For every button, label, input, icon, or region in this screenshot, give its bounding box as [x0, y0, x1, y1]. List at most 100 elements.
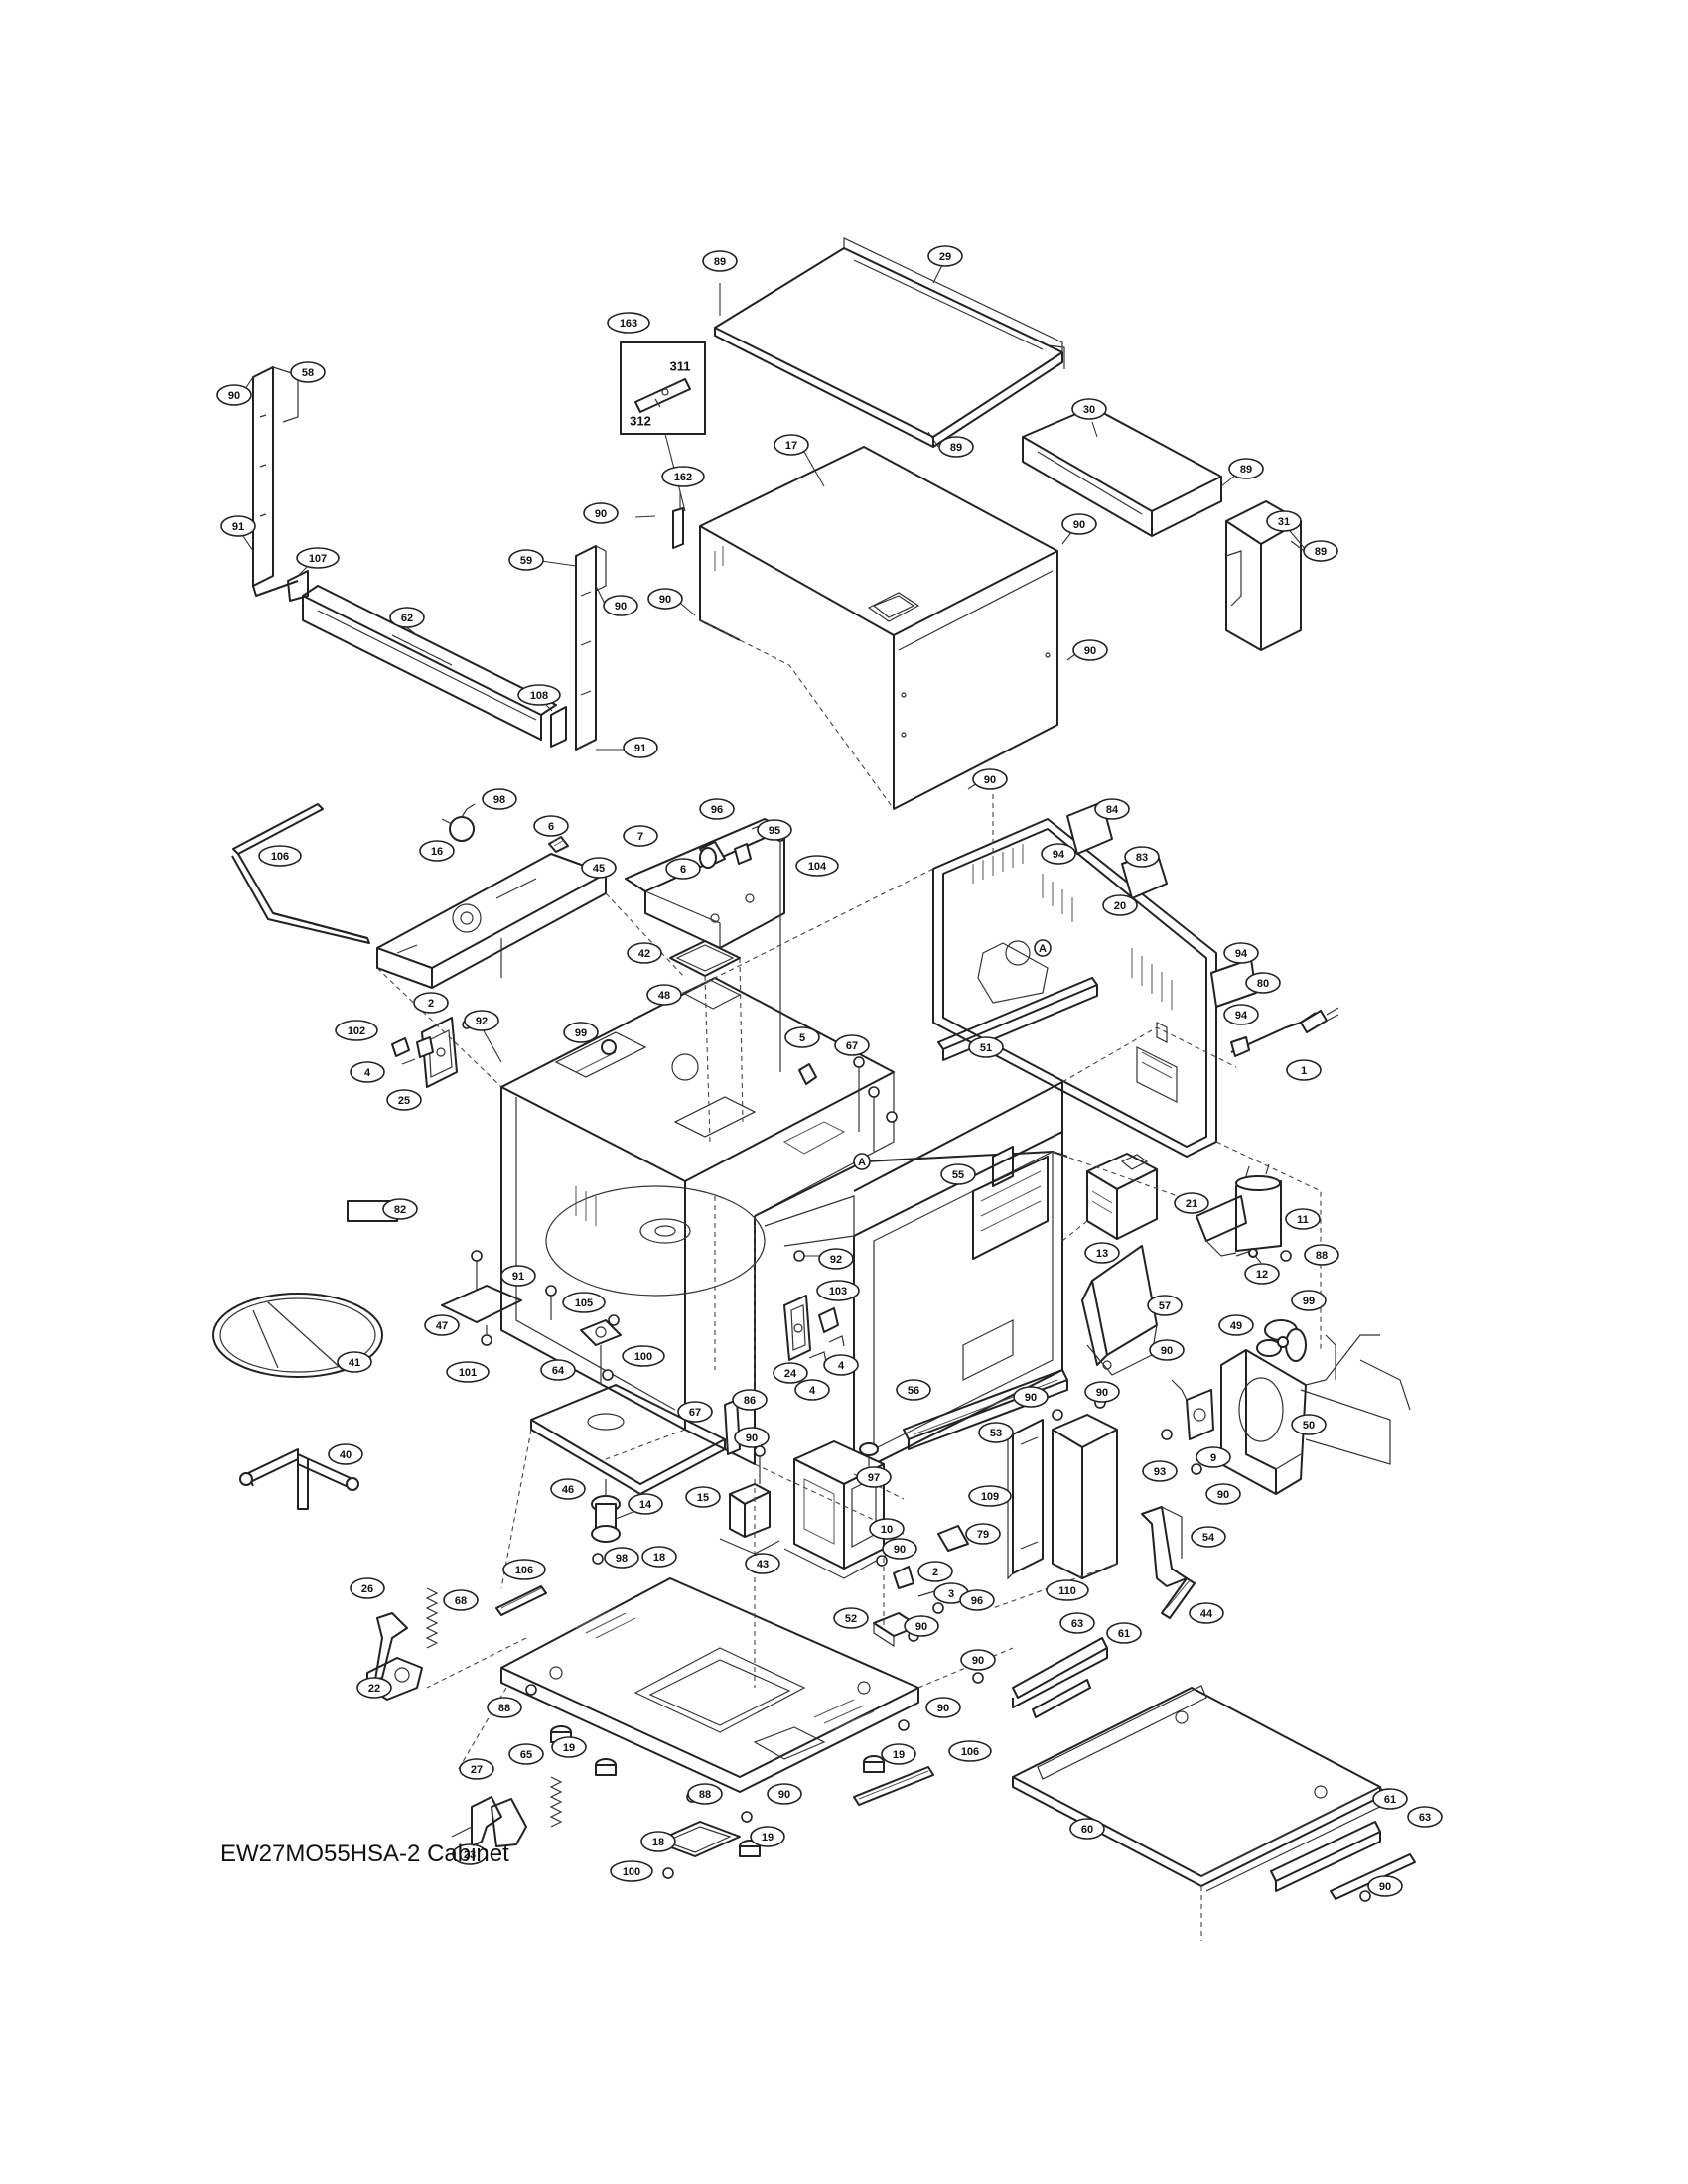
callout-number: 88 [699, 1789, 711, 1801]
callout-90g: 90 [216, 384, 252, 406]
callout-90p: 90 [925, 1697, 961, 1718]
callout-oval [757, 819, 792, 841]
callout-oval [767, 1783, 802, 1805]
callout-20: 20 [1102, 894, 1138, 916]
callout-oval [607, 312, 650, 334]
callout-97: 97 [856, 1466, 892, 1488]
callout-number: 65 [520, 1749, 532, 1761]
callout-oval [646, 984, 682, 1006]
callout-95: 95 [757, 819, 792, 841]
callout-oval [834, 1034, 870, 1056]
callout-oval [978, 1422, 1014, 1443]
callout-90h: 90 [1149, 1339, 1185, 1361]
callout-63a: 63 [1059, 1612, 1095, 1634]
callout-107: 107 [296, 547, 340, 569]
bracket-107 [287, 570, 309, 602]
top-cover-29 [714, 237, 1065, 448]
callout-106c: 106 [948, 1740, 992, 1762]
callout-oval [356, 1677, 392, 1699]
callout-4a: 4 [350, 1061, 385, 1083]
callout-90k: 90 [734, 1427, 770, 1448]
callout-92b: 92 [818, 1248, 854, 1270]
callout-number: 86 [744, 1395, 756, 1407]
capacitor-11 [1235, 1163, 1282, 1252]
reference-marker-circle [1034, 939, 1052, 957]
rail-62 [302, 585, 557, 741]
callout-oval [1059, 1612, 1095, 1634]
callout-oval [1367, 1875, 1403, 1897]
callout-number: 98 [616, 1553, 628, 1565]
callout-number: 40 [340, 1449, 352, 1461]
callout-oval [335, 1020, 378, 1041]
callout-18b: 18 [640, 1831, 676, 1852]
callout-61b: 61 [1372, 1788, 1408, 1810]
callout-number: 24 [784, 1368, 797, 1380]
callout-number: 45 [593, 863, 605, 875]
callout-65: 65 [508, 1743, 544, 1765]
callout-number: 43 [757, 1559, 769, 1570]
callout-90a: 90 [583, 502, 619, 524]
callout-55: 55 [940, 1163, 976, 1185]
callout-oval [1094, 798, 1130, 820]
callout-number: 4 [364, 1067, 371, 1079]
callout-57: 57 [1147, 1295, 1183, 1316]
callout-oval [938, 436, 974, 458]
callout-oval [350, 1061, 385, 1083]
callout-oval [640, 1831, 676, 1852]
callout-number: 19 [563, 1742, 575, 1754]
callout-68: 68 [443, 1589, 479, 1611]
callout-oval [734, 1427, 770, 1448]
callout-number: 102 [348, 1025, 365, 1037]
callout-number: 90 [1217, 1489, 1229, 1501]
callout-oval [940, 1163, 976, 1185]
callout-oval [1372, 1788, 1408, 1810]
callout-oval [533, 815, 569, 837]
callout-number: 80 [1257, 978, 1269, 990]
callout-number: 93 [1154, 1466, 1166, 1478]
callout-oval [502, 1559, 546, 1580]
callout-number: 64 [552, 1365, 565, 1377]
rail-63a [1032, 1679, 1091, 1718]
callout-number: 52 [845, 1613, 857, 1625]
callout-number: 90 [1379, 1881, 1391, 1893]
bracket-21 [1196, 1195, 1247, 1257]
callout-number: 6 [680, 864, 686, 876]
callout-99a: 99 [563, 1022, 599, 1043]
back-plate-20 [932, 818, 1217, 1158]
callout-number: 89 [714, 256, 726, 268]
callout-number: 1 [1301, 1065, 1307, 1077]
callout-number: 13 [1096, 1248, 1108, 1260]
callout-number: 14 [639, 1499, 652, 1511]
callout-oval [1285, 1208, 1321, 1230]
switch-2a [416, 1036, 434, 1058]
callout-number: 61 [1384, 1794, 1396, 1806]
callout-oval [904, 1615, 939, 1637]
diagram-caption: EW27MO55HSA-2 Cabinet [220, 1841, 509, 1867]
callout-number: 89 [1315, 546, 1327, 558]
callout-oval [1046, 1579, 1089, 1601]
callout-oval [661, 466, 705, 487]
cover-109 [1007, 1419, 1044, 1580]
callout-oval [1191, 1526, 1226, 1548]
callout-number: 22 [368, 1683, 380, 1695]
callout-50: 50 [1291, 1414, 1327, 1435]
vent-grille-45 [376, 853, 607, 989]
callout-number: 106 [271, 851, 289, 863]
callout-91c: 91 [500, 1265, 536, 1287]
callout-oval [500, 1265, 536, 1287]
label-A2: A [858, 1157, 866, 1168]
callout-oval [647, 588, 683, 610]
callout-oval [1174, 1192, 1209, 1214]
callout-number: 88 [498, 1703, 510, 1714]
callout-oval [1061, 513, 1097, 535]
callout-89c: 89 [1228, 458, 1264, 479]
callout-oval [1266, 510, 1302, 532]
callout-oval [1072, 639, 1108, 661]
callout-oval [1071, 398, 1107, 420]
callout-number: 63 [1419, 1812, 1431, 1824]
strip-44 [1161, 1577, 1196, 1619]
callout-number: 90 [1084, 645, 1096, 657]
callout-oval [816, 1280, 860, 1301]
callout-100a: 100 [622, 1345, 665, 1367]
turntable-motor-46 [591, 1495, 621, 1543]
